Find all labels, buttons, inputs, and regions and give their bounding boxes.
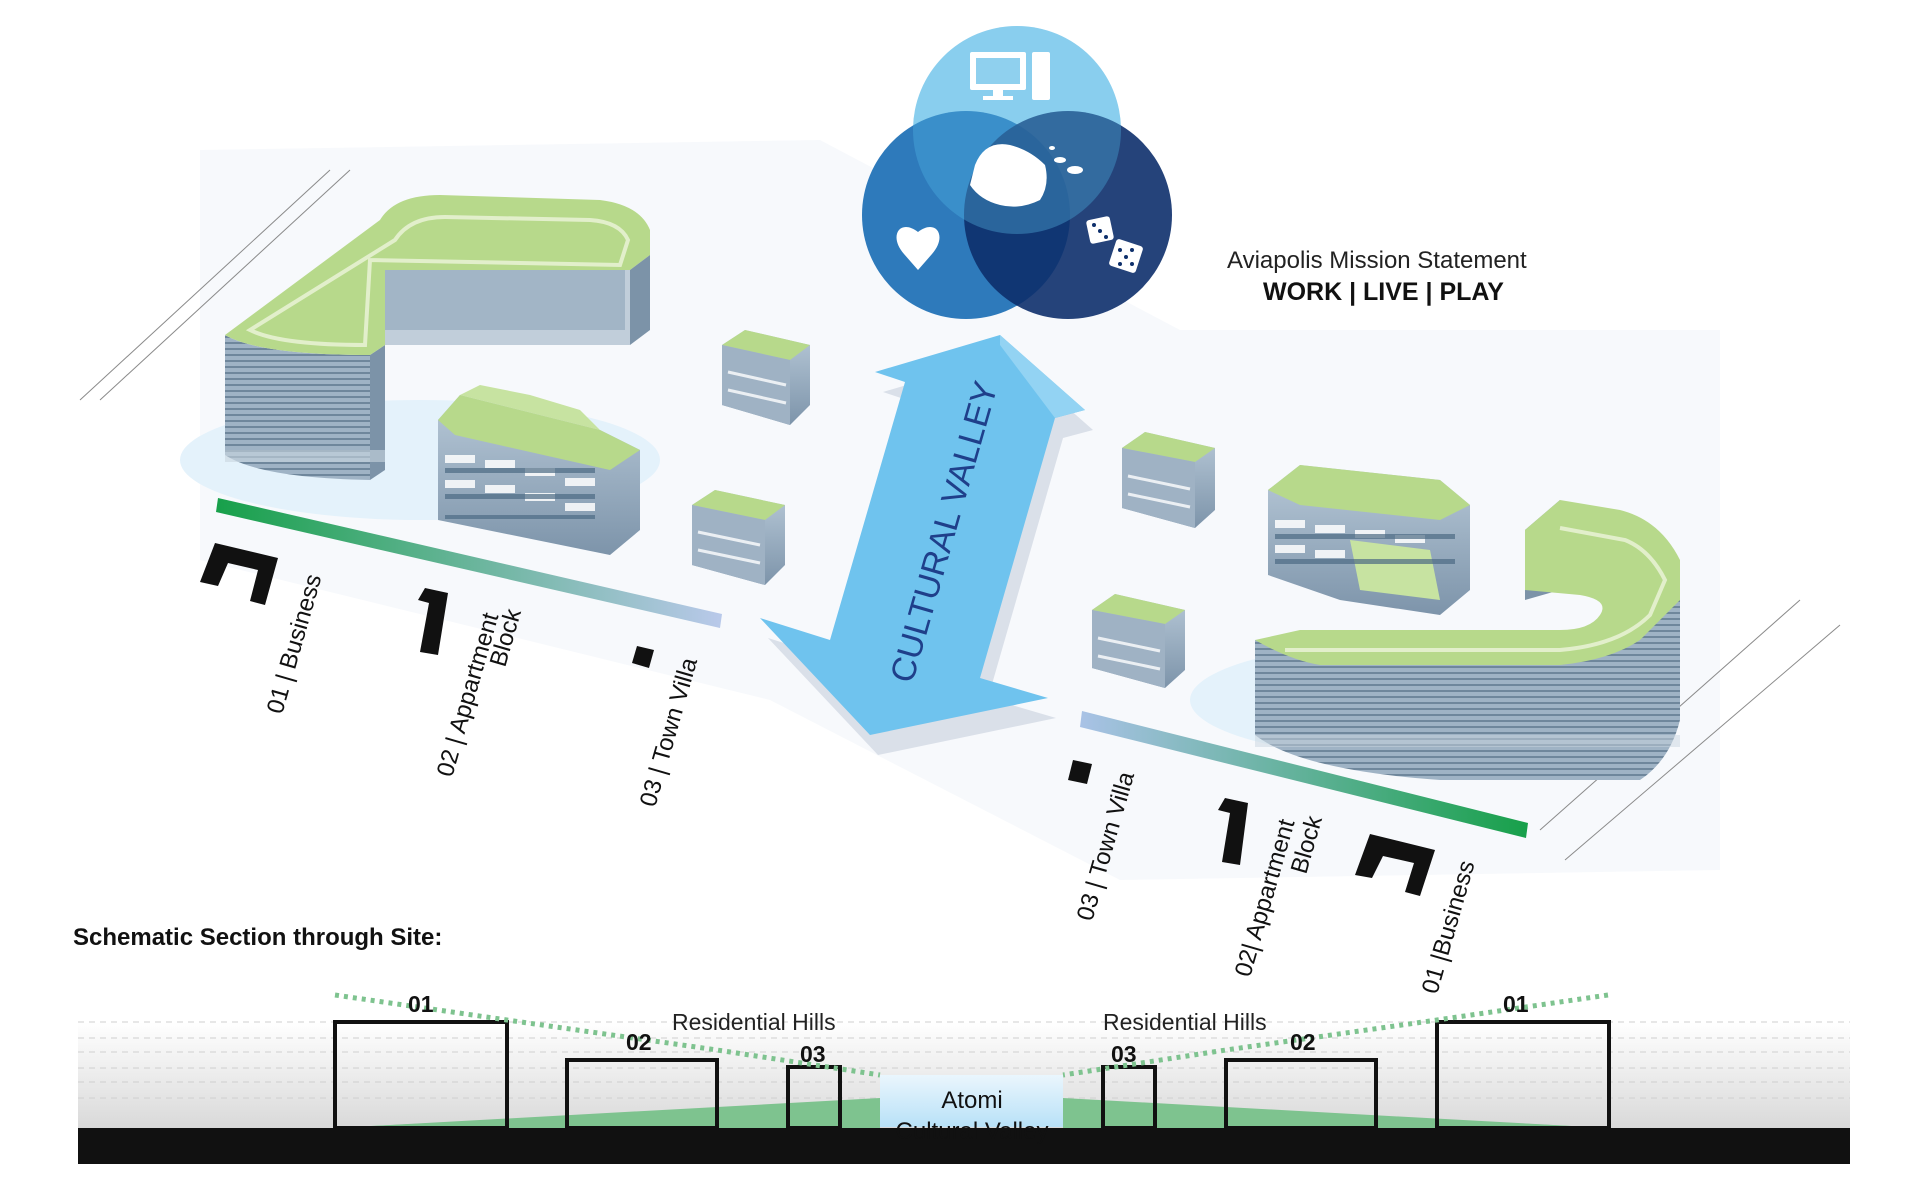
section-title: Schematic Section through Site: [73, 924, 442, 951]
business-icon-right [1355, 834, 1435, 896]
cultural-valley-arrow: CULTURAL VALLEY [760, 335, 1093, 755]
section-business-left [333, 1020, 509, 1130]
work-live-play-venn [862, 26, 1172, 319]
section-tag-02-right: 02 [1290, 1029, 1316, 1055]
section-tag-03-right: 03 [1111, 1041, 1137, 1067]
section-apartment-left [565, 1058, 719, 1130]
legend-left-business: 01 | Business [262, 571, 328, 717]
business-building-right [1255, 500, 1680, 780]
section-business-right [1435, 1020, 1611, 1130]
island-map-icon [970, 144, 1083, 207]
apartment-icon-right [1218, 798, 1248, 865]
valley-label-line2: Cultural Valley [896, 1118, 1049, 1145]
residential-hills-left: Residential Hills [672, 1009, 836, 1035]
section-tag-02-left: 02 [626, 1029, 652, 1055]
section-tag-01-right: 01 [1503, 991, 1529, 1017]
apartment-block-left [438, 385, 640, 555]
heart-icon [896, 227, 940, 270]
section-tag-01-left: 01 [408, 991, 434, 1017]
dice-icon [1086, 216, 1143, 273]
legend-bar-right [1080, 711, 1528, 838]
town-villa-left-upper [722, 330, 810, 425]
schematic-section: 01 02 03 03 02 01 Residential Hills Resi… [78, 991, 1850, 1164]
section-ground [78, 1128, 1850, 1164]
valley-label-line1: Atomi [941, 1087, 1002, 1114]
town-villa-left-lower [692, 490, 785, 585]
legend-right-business: 01 |Business [1417, 858, 1481, 997]
section-villa-right [1101, 1065, 1157, 1130]
legend-bar-left [216, 498, 722, 628]
business-building-left [225, 195, 650, 480]
apartment-block-right [1268, 465, 1470, 615]
villa-icon-left [632, 646, 654, 668]
residential-hills-right: Residential Hills [1103, 1009, 1267, 1035]
legend-left-villa: 03 | Town Villa [635, 654, 703, 810]
town-villa-right-lower [1092, 594, 1185, 688]
mission-title: Aviapolis Mission Statement [1227, 247, 1527, 274]
section-apartment-right [1224, 1058, 1378, 1130]
valley-zone [880, 1075, 1063, 1127]
apartment-icon-left [418, 588, 448, 655]
section-villa-left [786, 1065, 842, 1130]
business-icon-left [200, 543, 278, 605]
mission-slogan: WORK | LIVE | PLAY [1263, 278, 1504, 306]
villa-icon-right [1068, 760, 1092, 784]
computer-icon [970, 52, 1050, 100]
town-villa-right-upper [1122, 432, 1215, 528]
section-tag-03-left: 03 [800, 1041, 826, 1067]
